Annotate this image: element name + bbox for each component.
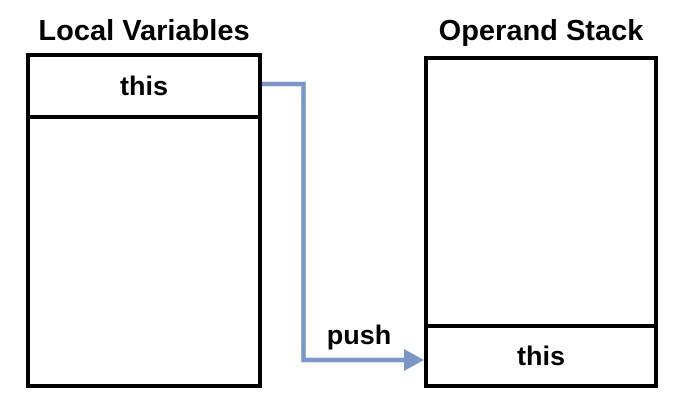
operand-stack-box: this: [424, 56, 658, 388]
push-arrowhead-icon: [404, 349, 424, 371]
push-arrow-line: [262, 81, 407, 363]
operand-stack-title: Operand Stack: [438, 15, 644, 47]
operand-stack-slot-this: this: [428, 324, 654, 384]
push-label: push: [326, 320, 392, 350]
local-variables-slot-this: this: [30, 57, 258, 119]
local-variables-title: Local Variables: [38, 15, 250, 47]
local-variables-box: this: [26, 53, 262, 388]
local-variables-empty-area: [30, 119, 258, 384]
operand-stack-empty-area: [428, 60, 654, 324]
